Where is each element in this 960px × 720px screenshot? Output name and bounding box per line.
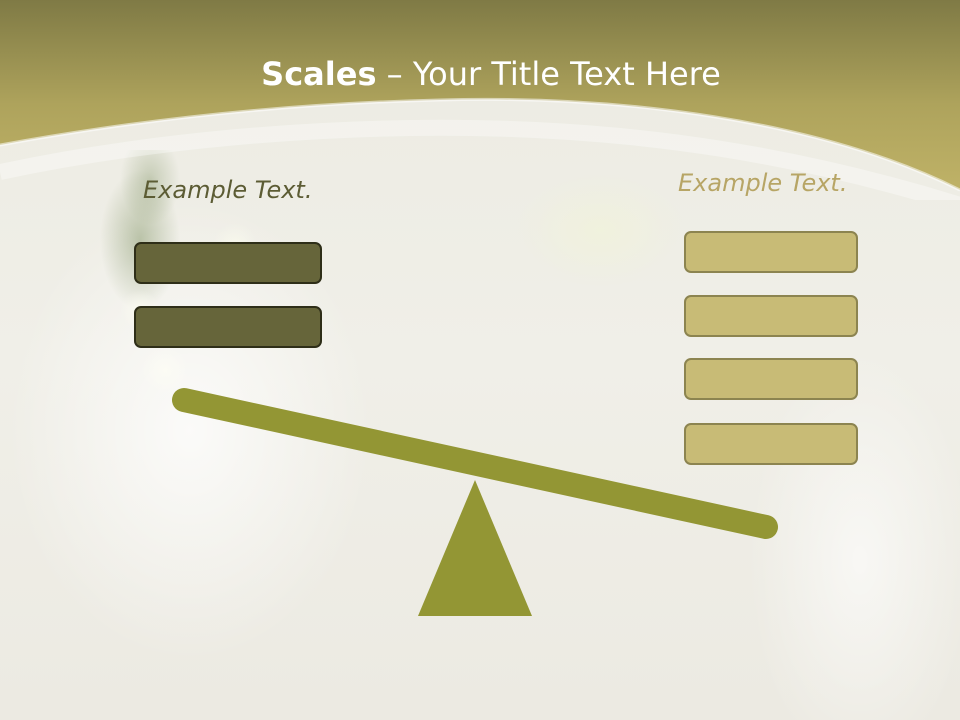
left-box-2 [134, 306, 322, 348]
header-band [0, 0, 960, 200]
right-example-text: Example Text. [678, 169, 848, 197]
left-example-text: Example Text. [143, 176, 313, 204]
right-box-3 [684, 358, 858, 400]
right-box-1 [684, 231, 858, 273]
scale-beam [172, 388, 778, 539]
title-rest: – Your Title Text Here [376, 55, 721, 93]
title-bold: Scales [261, 55, 377, 93]
left-box-1 [134, 242, 322, 284]
right-box-2 [684, 295, 858, 337]
right-box-4 [684, 423, 858, 465]
slide-title: Scales – Your Title Text Here [0, 52, 960, 96]
scale-fulcrum [418, 480, 532, 616]
